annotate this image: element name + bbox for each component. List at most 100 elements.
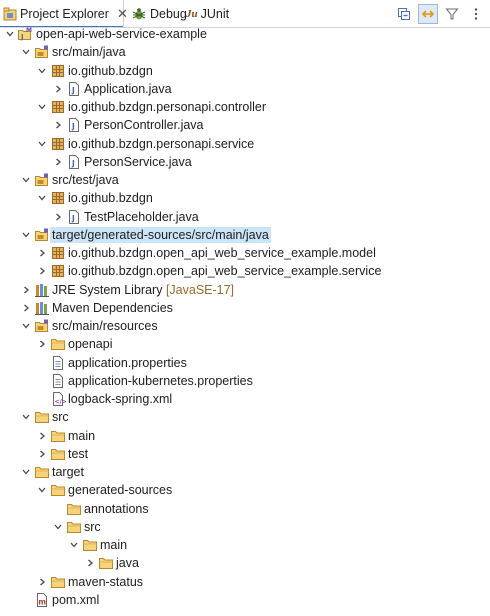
tab-debug-label: Debug bbox=[150, 7, 187, 21]
link-with-editor-icon[interactable] bbox=[418, 4, 438, 24]
tree-item-jre-library[interactable]: JRE System Library [JavaSE-17] bbox=[0, 281, 490, 299]
tree-item-folder[interactable]: main bbox=[0, 536, 490, 554]
tree-item-folder[interactable]: main bbox=[0, 427, 490, 445]
filter-icon[interactable] bbox=[442, 4, 462, 24]
tree-item-label: pom.xml bbox=[52, 592, 100, 607]
tree-item-src-main-java[interactable]: src/main/java bbox=[0, 43, 490, 61]
tree-item-java-file[interactable]: J PersonController.java bbox=[0, 116, 490, 134]
java-file-icon: J bbox=[66, 209, 82, 225]
tree-item-label: Application.java bbox=[84, 81, 172, 96]
tree-item-folder[interactable]: src bbox=[0, 518, 490, 536]
tree-item-label: target bbox=[52, 465, 84, 479]
chevron-right-icon[interactable] bbox=[35, 263, 49, 279]
chevron-down-icon[interactable] bbox=[35, 136, 49, 152]
chevron-down-icon[interactable] bbox=[3, 26, 17, 42]
chevron-down-icon[interactable] bbox=[19, 227, 33, 243]
tree-item-java-file[interactable]: J PersonService.java bbox=[0, 153, 490, 171]
tab-debug[interactable]: Debug bbox=[128, 0, 187, 28]
folder-icon bbox=[98, 555, 114, 571]
chevron-right-icon[interactable] bbox=[19, 282, 33, 298]
source-folder-icon bbox=[34, 227, 50, 243]
tree-item-label: src/main/java bbox=[52, 45, 126, 60]
chevron-down-icon[interactable] bbox=[35, 190, 49, 206]
tree-item-label: logback-spring.xml bbox=[68, 392, 173, 406]
tree-item-generated-sources-root[interactable]: target/generated-sources/src/main/java bbox=[0, 226, 490, 244]
package-icon bbox=[50, 190, 66, 206]
tree-item-label: test bbox=[68, 446, 89, 461]
tree-item-folder[interactable]: annotations bbox=[0, 500, 490, 518]
chevron-down-icon[interactable] bbox=[35, 99, 49, 115]
chevron-down-icon[interactable] bbox=[19, 44, 33, 60]
chevron-right-icon[interactable] bbox=[83, 555, 97, 571]
tree-item-folder[interactable]: openapi bbox=[0, 335, 490, 353]
junit-icon: Ju bbox=[186, 8, 198, 20]
tree-item-file[interactable]: application.properties bbox=[0, 354, 490, 372]
tree-item-package[interactable]: io.github.bzdgn.open_api_web_service_exa… bbox=[0, 262, 490, 280]
java-file-icon: J bbox=[66, 154, 82, 170]
chevron-down-icon[interactable] bbox=[19, 409, 33, 425]
chevron-down-icon[interactable] bbox=[67, 537, 81, 553]
tree-item-folder[interactable]: test bbox=[0, 445, 490, 463]
tree-item-label: open-api-web-service-example bbox=[36, 27, 207, 41]
tree-item-label: application-kubernetes.properties bbox=[68, 373, 253, 388]
tree-item-label: io.github.bzdgn bbox=[68, 63, 153, 78]
tree-item-java-file[interactable]: J Application.java bbox=[0, 80, 490, 98]
tree-item-folder[interactable]: generated-sources bbox=[0, 481, 490, 499]
chevron-right-icon[interactable] bbox=[35, 245, 49, 261]
tree-item-folder[interactable]: src bbox=[0, 408, 490, 426]
tree-item-package[interactable]: io.github.bzdgn.personapi.controller bbox=[0, 98, 490, 116]
chevron-down-icon[interactable] bbox=[51, 519, 65, 535]
tab-project-explorer-label: Project Explorer bbox=[20, 7, 109, 21]
tree-item-package[interactable]: io.github.bzdgn.personapi.service bbox=[0, 135, 490, 153]
java-file-icon: J bbox=[66, 117, 82, 133]
tree-item-maven-dependencies[interactable]: Maven Dependencies bbox=[0, 299, 490, 317]
svg-text:J: J bbox=[20, 33, 24, 41]
tree-item-label: main bbox=[68, 428, 96, 443]
tree-item-folder[interactable]: java bbox=[0, 554, 490, 572]
tree-item-package[interactable]: io.github.bzdgn.open_api_web_service_exa… bbox=[0, 244, 490, 262]
properties-file-icon bbox=[50, 355, 66, 371]
tree-item-folder[interactable]: maven-status bbox=[0, 573, 490, 591]
chevron-right-icon[interactable] bbox=[35, 336, 49, 352]
view-toolbar bbox=[394, 4, 486, 24]
view-menu-icon[interactable] bbox=[466, 4, 486, 24]
chevron-down-icon[interactable] bbox=[19, 172, 33, 188]
close-icon[interactable]: ✕ bbox=[116, 6, 128, 21]
tree-item-java-file[interactable]: J TestPlaceholder.java bbox=[0, 208, 490, 226]
package-icon bbox=[50, 136, 66, 152]
project-explorer-icon bbox=[3, 6, 17, 22]
chevron-down-icon[interactable] bbox=[35, 63, 49, 79]
tab-junit[interactable]: Ju JUnit bbox=[186, 0, 229, 28]
chevron-right-icon[interactable] bbox=[19, 300, 33, 316]
tree-item-file[interactable]: m pom.xml bbox=[0, 591, 490, 609]
tree-item-file[interactable]: application-kubernetes.properties bbox=[0, 372, 490, 390]
chevron-right-icon[interactable] bbox=[51, 209, 65, 225]
chevron-right-icon[interactable] bbox=[35, 446, 49, 462]
tree-item-file[interactable]: </> logback-spring.xml bbox=[0, 390, 490, 408]
tree-item-label: src/main/resources bbox=[52, 319, 158, 333]
chevron-down-icon[interactable] bbox=[35, 482, 49, 498]
chevron-down-icon[interactable] bbox=[19, 464, 33, 480]
tree-item-src-test-java[interactable]: src/test/java bbox=[0, 171, 490, 189]
collapse-all-icon[interactable] bbox=[394, 4, 414, 24]
tree-item-label: io.github.bzdgn.open_api_web_service_exa… bbox=[68, 246, 376, 260]
chevron-right-icon[interactable] bbox=[51, 81, 65, 97]
chevron-right-icon[interactable] bbox=[35, 428, 49, 444]
tree-item-label: io.github.bzdgn.personapi.service bbox=[68, 136, 255, 151]
tree-item-src-main-resources[interactable]: src/main/resources bbox=[0, 317, 490, 335]
svg-text:J: J bbox=[71, 122, 75, 131]
tree-item-package[interactable]: io.github.bzdgn bbox=[0, 62, 490, 80]
tree-item-folder[interactable]: target bbox=[0, 463, 490, 481]
tree-item-label: src bbox=[84, 519, 101, 534]
folder-icon bbox=[82, 537, 98, 553]
tab-project-explorer[interactable]: Project Explorer ✕ bbox=[0, 0, 128, 28]
library-decoration: [JavaSE-17] bbox=[165, 282, 235, 297]
chevron-right-icon[interactable] bbox=[51, 154, 65, 170]
chevron-down-icon[interactable] bbox=[19, 318, 33, 334]
chevron-right-icon[interactable] bbox=[51, 117, 65, 133]
chevron-right-icon[interactable] bbox=[35, 574, 49, 590]
folder-icon bbox=[66, 519, 82, 535]
properties-file-icon bbox=[50, 373, 66, 389]
tree-item-package[interactable]: io.github.bzdgn bbox=[0, 189, 490, 207]
